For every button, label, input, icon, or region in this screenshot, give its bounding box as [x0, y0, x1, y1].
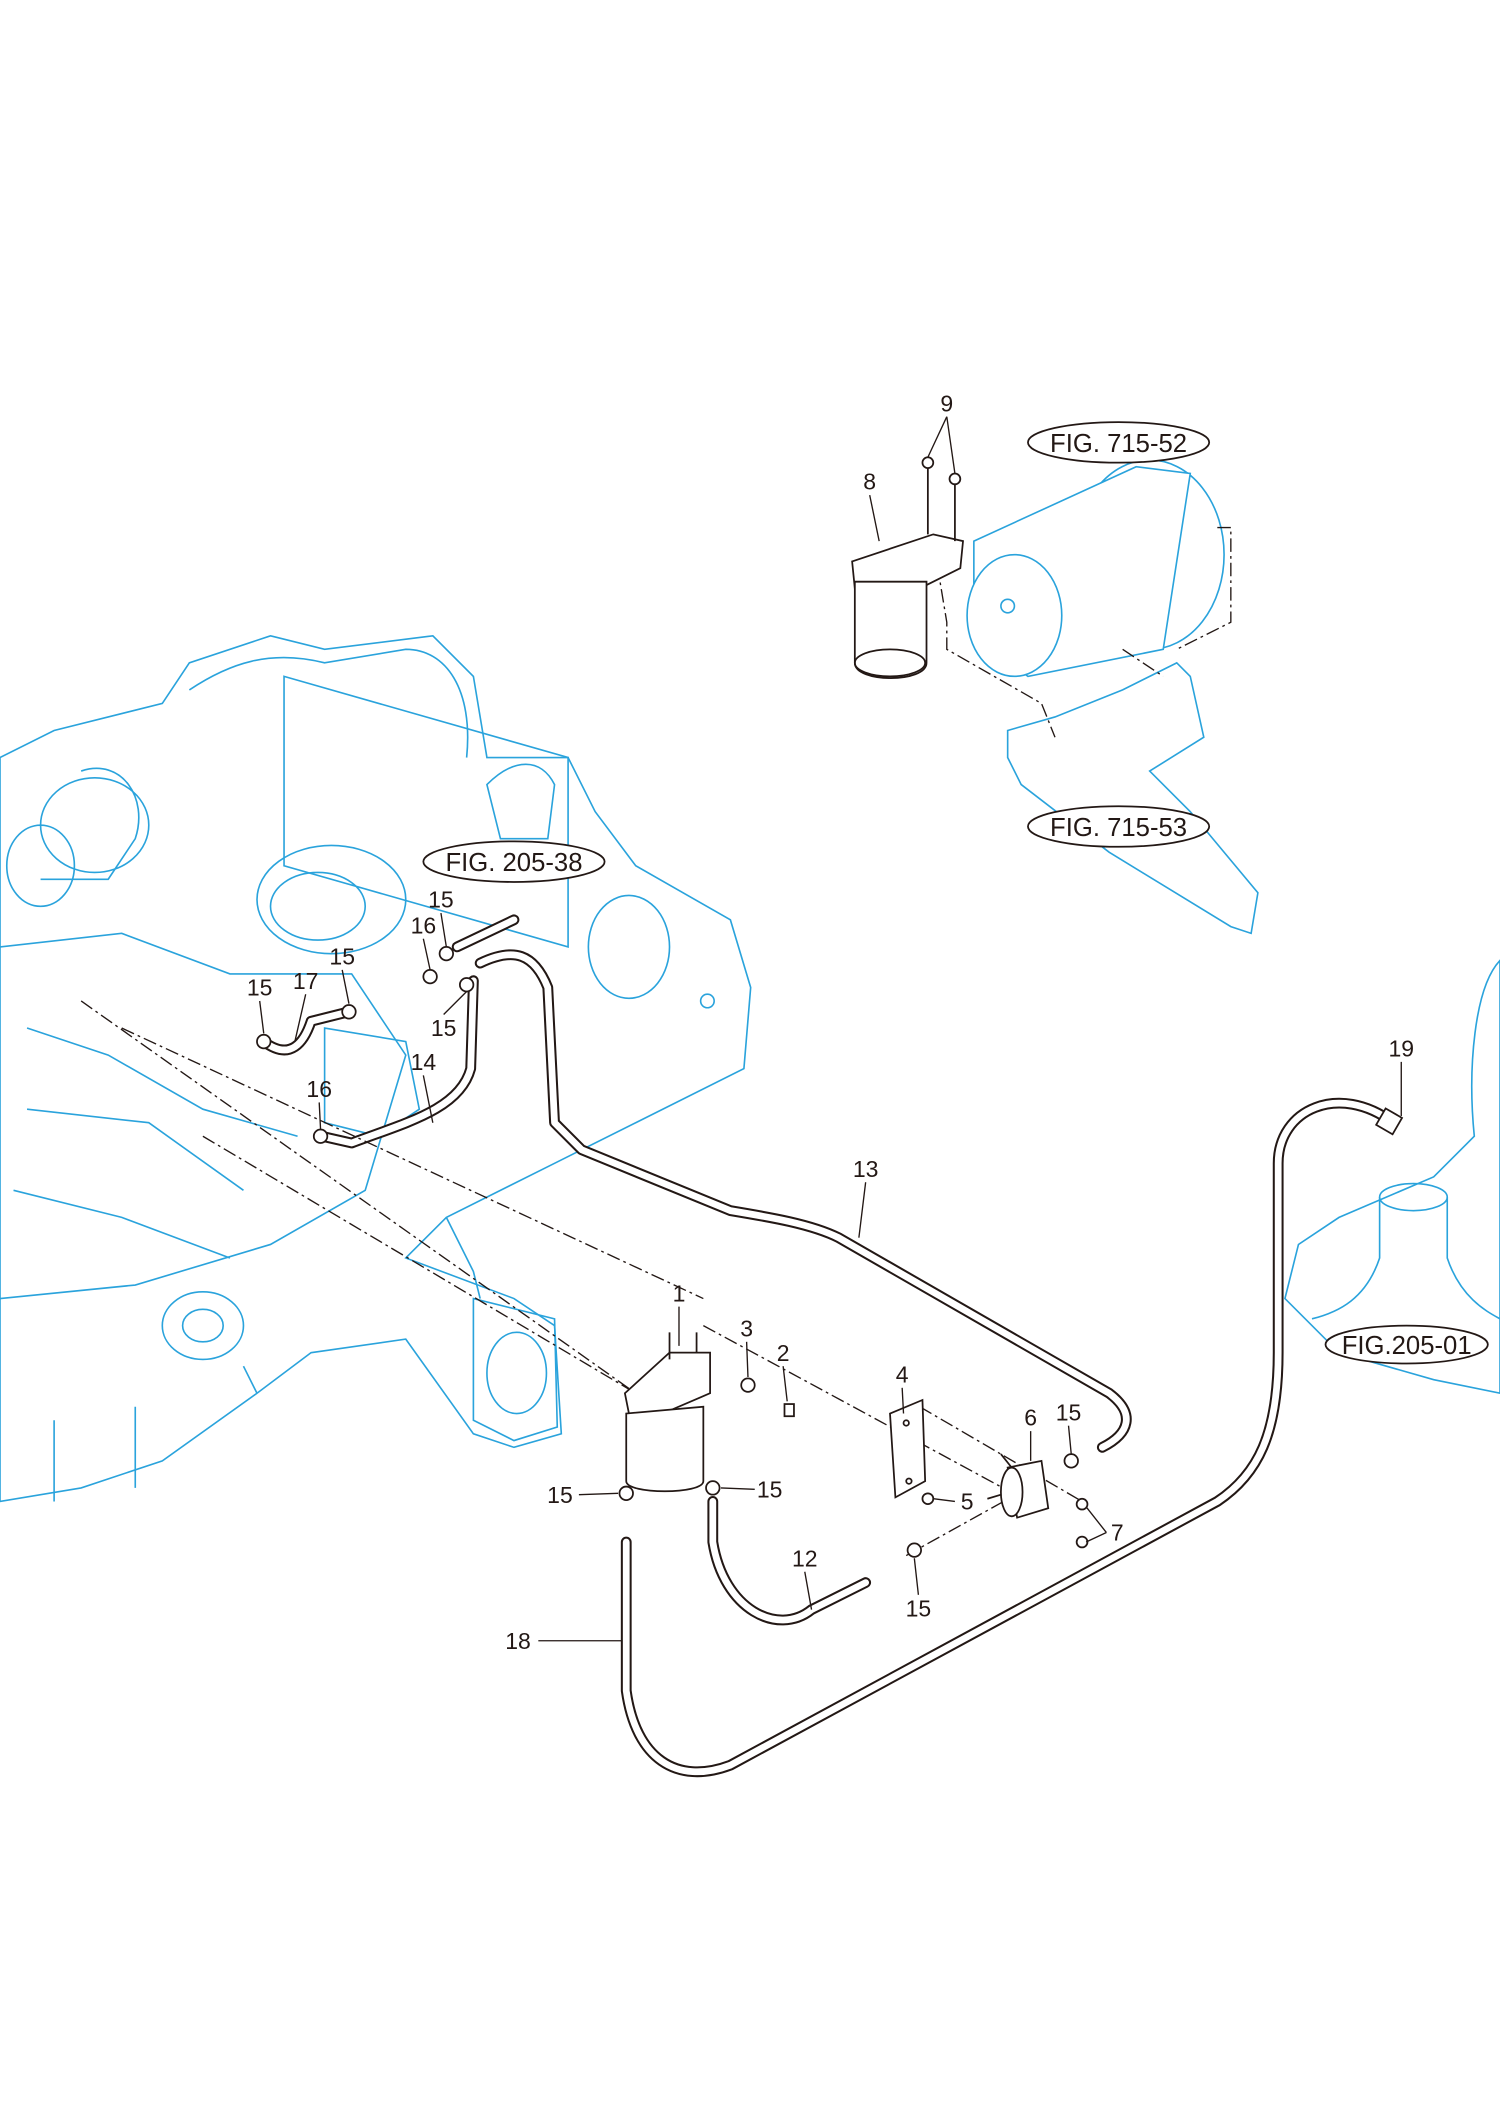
callout-7: 7: [1111, 1520, 1124, 1546]
callout-15: 15: [329, 943, 355, 969]
engine-assembly: [0, 634, 752, 1503]
callout-15: 15: [757, 1476, 783, 1502]
callout-15: 15: [547, 1482, 573, 1508]
callout-6: 6: [1024, 1405, 1037, 1431]
callout-labels: 9 8 15 16 15 17 15 15 14 16 13 19 1 3 2 …: [247, 390, 1414, 1654]
callout-19: 19: [1388, 1035, 1414, 1061]
fig-ref-715-53[interactable]: FIG. 715-53: [1027, 805, 1211, 848]
fuel-filter-part-1: [623, 1332, 795, 1493]
fig-ref-205-38[interactable]: FIG. 205-38: [422, 840, 606, 883]
compressor-assembly: [932, 459, 1259, 935]
callout-15: 15: [906, 1595, 932, 1621]
callout-5: 5: [961, 1489, 974, 1515]
fuel-filter-part-8: [851, 456, 964, 679]
hose-12: [707, 1496, 872, 1626]
callout-9: 9: [940, 390, 953, 416]
callout-13: 13: [853, 1156, 879, 1182]
assembly-centerlines: [80, 1000, 1083, 1557]
bracket-part-4: [889, 1398, 935, 1506]
callout-3: 3: [740, 1315, 753, 1341]
pump-part-6: [618, 1453, 1089, 1558]
svg-text:FIG. 715-52: FIG. 715-52: [1050, 430, 1187, 458]
callout-14: 14: [411, 1049, 437, 1075]
fig-ref-715-52[interactable]: FIG. 715-52: [1027, 421, 1211, 464]
svg-text:FIG. 205-38: FIG. 205-38: [445, 849, 582, 877]
callout-16: 16: [306, 1076, 332, 1102]
leader-lines: [259, 416, 1402, 1642]
callout-15: 15: [428, 887, 454, 913]
fuel-tank: [1284, 959, 1500, 1395]
callout-4: 4: [896, 1361, 909, 1387]
callout-17: 17: [293, 968, 319, 994]
callout-15: 15: [247, 975, 273, 1001]
callout-8: 8: [863, 469, 876, 495]
callout-2: 2: [777, 1340, 790, 1366]
hoses: [258, 914, 1404, 1778]
callout-15: 15: [431, 1015, 457, 1041]
svg-text:FIG. 715-53: FIG. 715-53: [1050, 814, 1187, 842]
callout-16: 16: [411, 912, 437, 938]
callout-12: 12: [792, 1545, 818, 1571]
svg-text:FIG.205-01: FIG.205-01: [1342, 1332, 1472, 1360]
callout-1: 1: [673, 1280, 686, 1306]
callout-18: 18: [505, 1628, 531, 1654]
hose-clamps: [256, 946, 475, 1144]
fig-ref-205-01[interactable]: FIG.205-01: [1324, 1324, 1489, 1365]
callout-15: 15: [1056, 1399, 1082, 1425]
